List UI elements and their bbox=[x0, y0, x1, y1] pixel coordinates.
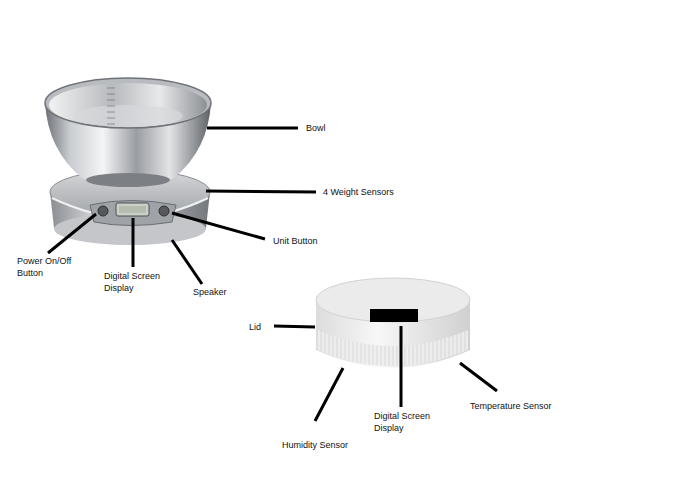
part-label: Digital Screen Display bbox=[104, 270, 170, 294]
part-label: Power On/Off Button bbox=[17, 255, 81, 279]
part-label: Temperature Sensor bbox=[470, 400, 552, 412]
part-label: Humidity Sensor bbox=[282, 439, 348, 451]
part-label: Digital Screen Display bbox=[374, 410, 440, 434]
part-label: Speaker bbox=[193, 286, 227, 298]
part-label: Unit Button bbox=[273, 235, 318, 247]
part-label: Lid bbox=[249, 321, 261, 333]
part-label: 4 Weight Sensors bbox=[323, 186, 394, 198]
part-label: Bowl bbox=[306, 122, 326, 134]
